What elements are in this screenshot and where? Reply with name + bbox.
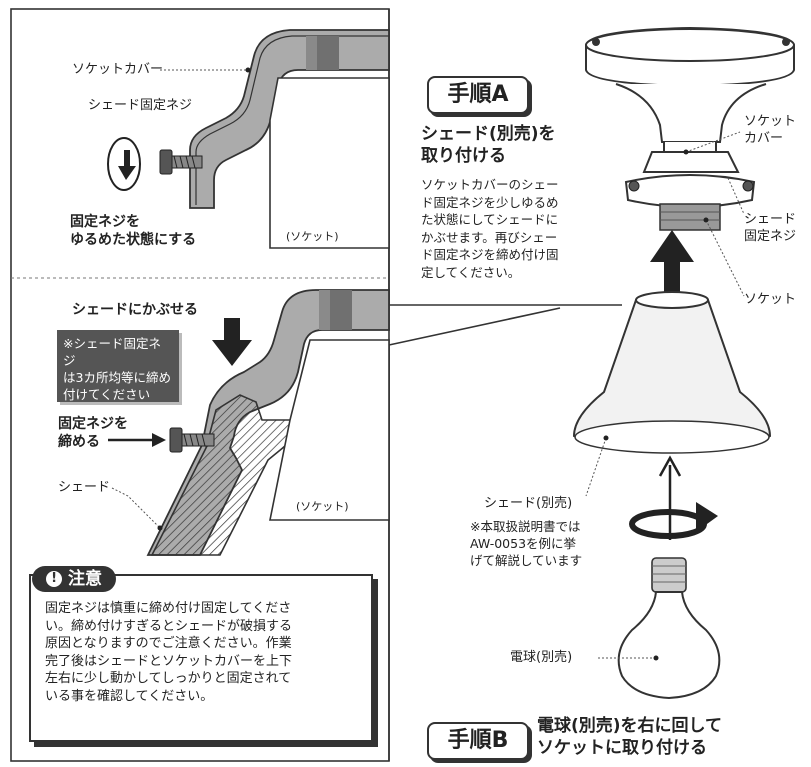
screw-head-bottom — [169, 427, 183, 453]
caution-line: 完了後はシェードとソケットカバーを上下 — [45, 653, 293, 669]
step-a-body-line: 定してください。 — [421, 264, 521, 280]
step-b-heading-1: 電球(別売)を右に回して — [537, 716, 723, 736]
caution-title: 注意 — [67, 569, 102, 589]
shade-label-left: シェード — [58, 480, 111, 495]
step-b-heading-2: ソケットに取り付ける — [537, 738, 707, 758]
model-note-line: げて解説しています — [470, 553, 583, 568]
caution-line: 左右に少し動かしてしっかりと固定されて — [45, 671, 292, 686]
down-arrow-icon — [212, 318, 252, 366]
note-line-3: 付けてください — [63, 387, 151, 402]
exclamation-icon: ! — [46, 571, 63, 587]
socket-label-right: ソケット — [744, 292, 797, 307]
note-line-1: ※シェード固定ネジ — [63, 336, 161, 368]
screw-head-top — [159, 149, 173, 175]
shade-label-right: シェード(別売) — [484, 496, 573, 511]
bulb-label: 電球(別売) — [510, 650, 573, 665]
step-a-badge: 手順A — [427, 76, 529, 114]
shade-screw-label-right-1: シェード — [744, 212, 797, 227]
socket-cover-section-top — [107, 29, 390, 249]
loosen-instruction-1: 固定ネジを — [70, 214, 140, 230]
shade-screw-label-right-2: 固定ネジ — [744, 229, 797, 244]
socket-body-bottom — [269, 339, 390, 521]
caution-box: 固定ネジは慎重に締め付け固定してくださ い。締め付けすぎるとシェードが破損する … — [29, 574, 373, 742]
up-arrow-icon — [650, 230, 694, 292]
socket — [659, 203, 721, 231]
callout-line-mid — [388, 307, 561, 346]
socket-label-top: (ソケット) — [286, 230, 339, 243]
step-a-heading-1: シェード(別売)を — [421, 124, 556, 144]
step-a-body-line: ド固定ネジを締め付け固 — [421, 247, 559, 262]
socket-label-bottom: (ソケット) — [296, 500, 349, 513]
step-a-heading-2: 取り付ける — [421, 146, 506, 166]
socket-cover-label-right-2: カバー — [744, 131, 784, 146]
caution-title-pill: ! 注意 — [32, 566, 116, 592]
caution-line: 固定ネジは慎重に締め付け固定してくださ — [45, 601, 292, 616]
step-a-body-line: ソケットカバーのシェー — [421, 177, 559, 192]
loosen-instruction-2: ゆるめた状態にする — [70, 232, 197, 248]
note-line-2: は3カ所均等に締め — [63, 370, 171, 385]
socket-cover-section-bottom — [146, 289, 390, 556]
socket-cover — [642, 151, 740, 173]
shade-rim-hatched — [150, 394, 302, 556]
socket-cover-slot — [317, 36, 339, 70]
caution-text: 固定ネジは慎重に締め付け固定してくださ い。締め付けすぎるとシェードが破損する … — [45, 600, 292, 705]
step-a-body-line: ド固定ネジを少しゆるめ — [421, 194, 559, 210]
bulb-base — [651, 557, 687, 593]
socket-body-top — [269, 77, 390, 249]
rotate-right-icon — [629, 509, 707, 539]
step-b-badge: 手順B — [427, 722, 529, 760]
caution-line: いる事を確認してください。 — [45, 688, 214, 704]
put-on-shade-label: シェードにかぶせる — [72, 302, 198, 318]
caution-line: 原因となりますのでご注意ください。作業 — [45, 636, 292, 651]
shade-screw-label: シェード固定ネジ — [88, 98, 193, 113]
thin-up-arrow-icon — [658, 455, 682, 477]
tighten-label-2: 締める — [58, 434, 100, 450]
socket-cover-label-right-1: ソケット — [744, 114, 797, 129]
model-note-line: ※本取扱説明書では — [470, 519, 581, 534]
step-a-body-line: た状態にしてシェードに — [421, 212, 559, 227]
tighten-evenly-note: ※シェード固定ネジ は3カ所均等に締め 付けてください — [57, 330, 179, 402]
bulb — [617, 591, 721, 700]
step-a-body-line: かぶせます。再びシェー — [421, 229, 558, 245]
caution-line: い。締め付けすぎるとシェードが破損する — [45, 618, 293, 634]
tighten-label-1: 固定ネジを — [58, 416, 128, 432]
model-note: ※本取扱説明書では AW-0053を例に挙 げて解説しています — [470, 518, 582, 569]
step-a-body: ソケットカバーのシェー ド固定ネジを少しゆるめ た状態にしてシェードに かぶせま… — [421, 176, 559, 281]
model-note-line: AW-0053を例に挙 — [470, 536, 577, 551]
lamp-assembly — [572, 26, 795, 700]
socket-cover-label: ソケットカバー — [72, 62, 164, 77]
